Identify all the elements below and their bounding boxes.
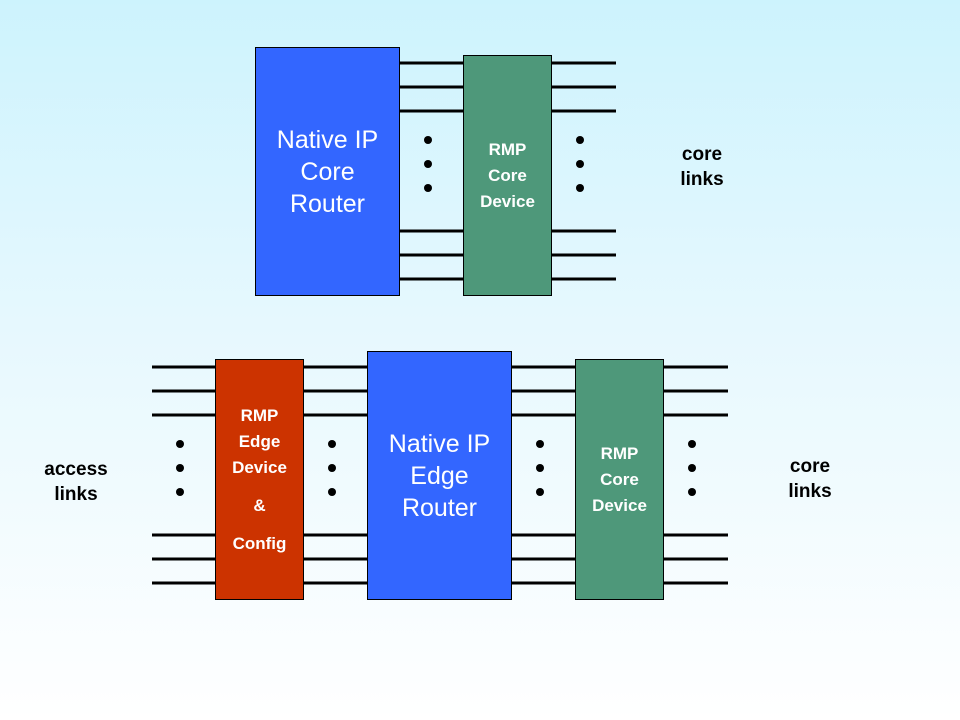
- bottom-core-links-label: core links: [770, 454, 850, 504]
- ellipsis-dot: [424, 184, 432, 192]
- ellipsis-dot: [688, 464, 696, 472]
- ellipsis-dot: [536, 440, 544, 448]
- bottom-core-links: [664, 365, 728, 585]
- edge-router-label-line-3: Router: [401, 493, 478, 522]
- ellipsis-dot: [688, 440, 696, 448]
- rmp-core-device-bottom: RMP Core Device: [575, 359, 664, 600]
- core-router-label-line-2: Core: [300, 157, 355, 186]
- edge-router-to-core-device-links: [512, 365, 575, 585]
- ellipsis-dot: [536, 488, 544, 496]
- edge-device-to-edge-router-links: [304, 365, 367, 585]
- edge-router-label-line-1: Native IP: [388, 429, 491, 458]
- top-core-links-label: core links: [662, 142, 742, 192]
- edge-device-label-line-4: &: [253, 495, 266, 515]
- rmp-edge-device-and-config: RMP Edge Device & Config: [215, 359, 304, 600]
- ellipsis-dot: [424, 160, 432, 168]
- ellipsis-dot: [576, 160, 584, 168]
- edge-device-label-line-3: Device: [232, 457, 287, 477]
- access-links-line-2: links: [54, 484, 98, 505]
- ellipsis-dot: [328, 488, 336, 496]
- top-core-device-label-line-2: Core: [488, 165, 527, 185]
- ellipsis-dot: [176, 464, 184, 472]
- ellipsis-dot: [576, 184, 584, 192]
- ellipsis-dot: [176, 440, 184, 448]
- edge-device-label-line-2: Edge: [238, 431, 281, 451]
- bottom-core-device-label-line-2: Core: [600, 469, 639, 489]
- top-core-links: [552, 61, 616, 281]
- bottom-core-links-line-2: links: [788, 481, 832, 502]
- ellipsis-dot: [576, 136, 584, 144]
- top-router-to-core-device-links: [400, 61, 463, 281]
- core-router-label-line-3: Router: [289, 189, 366, 218]
- ellipsis-dot: [688, 488, 696, 496]
- edge-device-label-line-5: Config: [232, 533, 287, 553]
- native-ip-edge-router: Native IP Edge Router: [367, 351, 512, 600]
- edge-device-label-line-1: RMP: [240, 405, 279, 425]
- ellipsis-dot: [328, 464, 336, 472]
- ellipsis-dot: [328, 440, 336, 448]
- bottom-core-device-label-line-3: Device: [592, 495, 647, 515]
- ellipsis-dot: [176, 488, 184, 496]
- native-ip-core-router: Native IP Core Router: [255, 47, 400, 296]
- bottom-core-links-line-1: core: [789, 456, 831, 477]
- ellipsis-dot: [424, 136, 432, 144]
- top-core-links-line-1: core: [681, 144, 723, 165]
- core-router-label-line-1: Native IP: [276, 125, 379, 154]
- rmp-core-device-top: RMP Core Device: [463, 55, 552, 296]
- access-links: [152, 365, 215, 585]
- access-links-label: access links: [28, 457, 124, 507]
- top-core-device-label-line-3: Device: [480, 191, 535, 211]
- top-core-links-line-2: links: [680, 169, 724, 190]
- ellipsis-dot: [536, 464, 544, 472]
- top-core-device-label-line-1: RMP: [488, 139, 527, 159]
- bottom-core-device-label-line-1: RMP: [600, 443, 639, 463]
- edge-router-label-line-2: Edge: [410, 461, 469, 490]
- access-links-line-1: access: [44, 459, 108, 480]
